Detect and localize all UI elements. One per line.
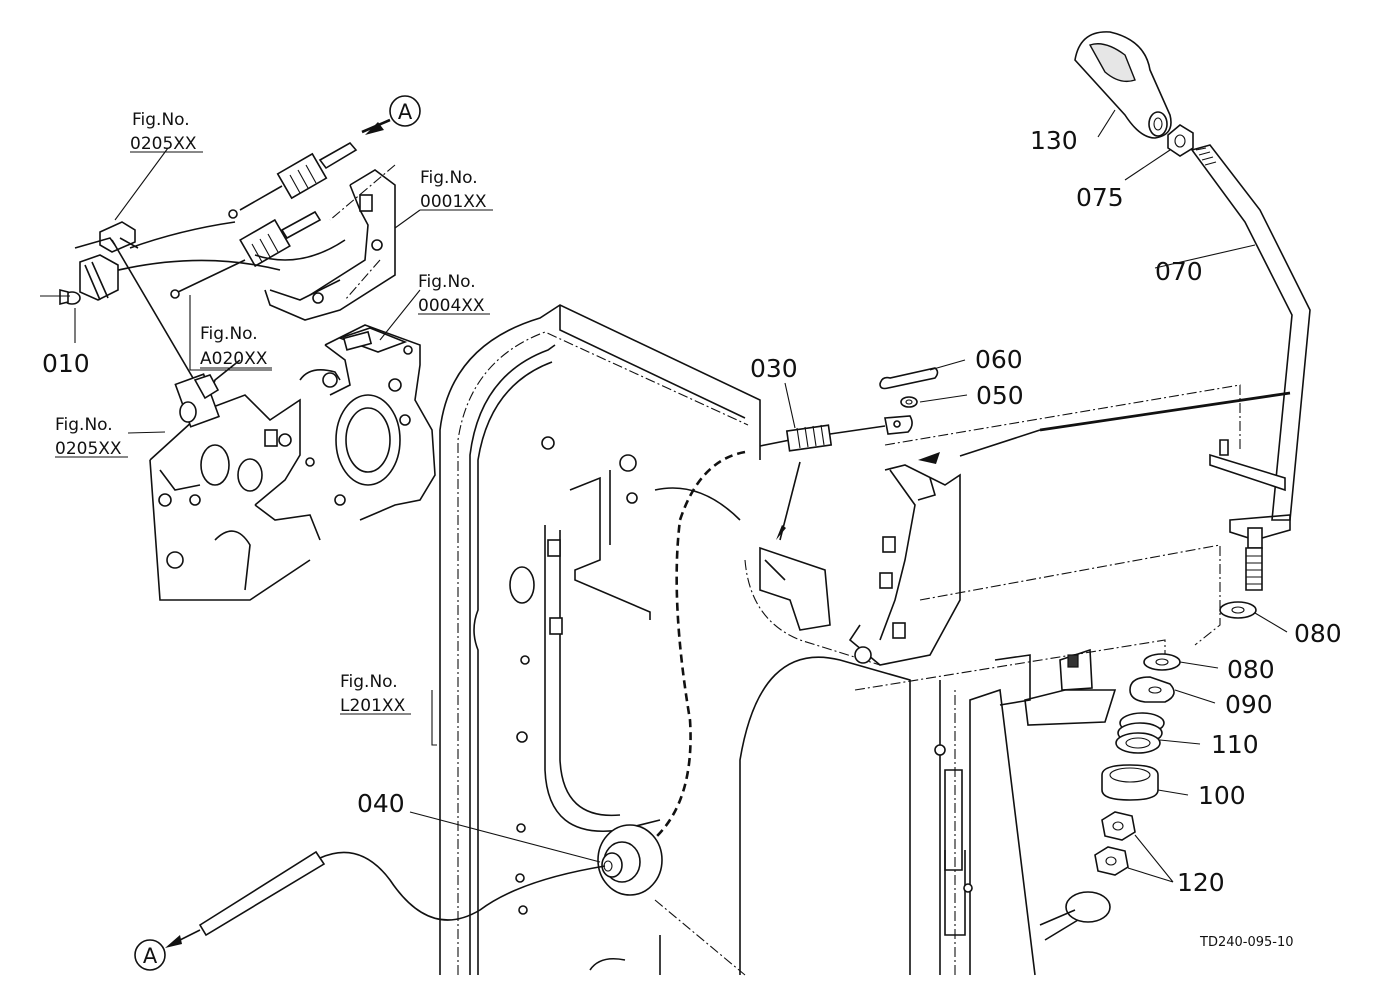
part-label-100: 100 bbox=[1198, 781, 1246, 810]
engine-housing bbox=[149, 324, 436, 601]
part-label-070: 070 bbox=[1155, 257, 1203, 286]
part-label-010: 010 bbox=[42, 349, 90, 378]
fig-ref-code: 0004XX bbox=[418, 296, 485, 316]
fig-ref-code: L201XX bbox=[340, 696, 406, 716]
part-label-090: 090 bbox=[1225, 690, 1273, 719]
plate-090 bbox=[1129, 676, 1175, 703]
fig-ref-label: Fig.No. bbox=[55, 415, 113, 435]
spring-110 bbox=[1115, 712, 1165, 754]
part-label-080-lower: 080 bbox=[1227, 655, 1275, 684]
fig-ref-code: A020XX bbox=[200, 349, 268, 369]
fig-ref-label: Fig.No. bbox=[420, 168, 478, 188]
connector-a-top: A bbox=[389, 95, 421, 127]
lever-bracket bbox=[759, 464, 961, 666]
washer-080-upper bbox=[1219, 601, 1257, 619]
figure-reference-labels: Fig.No. 0205XX Fig.No. 0001XX Fig.No. 00… bbox=[55, 110, 493, 716]
fig-ref-code: 0205XX bbox=[55, 439, 122, 459]
mount-bracket bbox=[994, 648, 1117, 726]
part-number-labels: 010 030 040 050 060 070 075 080 080 090 … bbox=[42, 126, 1342, 897]
part-label-130: 130 bbox=[1030, 126, 1078, 155]
pin-010 bbox=[59, 288, 81, 306]
fig-ref-code: 0205XX bbox=[130, 134, 197, 154]
leader-lines bbox=[40, 109, 1288, 883]
panel-holes bbox=[509, 436, 973, 915]
part-label-110: 110 bbox=[1211, 730, 1259, 759]
part-label-030: 030 bbox=[750, 354, 798, 383]
cable-030 bbox=[654, 415, 913, 839]
pin-060 bbox=[879, 367, 939, 390]
part-label-075: 075 bbox=[1076, 183, 1124, 212]
part-label-080-upper: 080 bbox=[1294, 619, 1342, 648]
pedal bbox=[1039, 891, 1111, 941]
part-label-060: 060 bbox=[975, 345, 1023, 374]
drawing-code: TD240-095-10 bbox=[1199, 935, 1294, 950]
washer-050 bbox=[900, 396, 918, 408]
lever-0205xx bbox=[74, 221, 201, 391]
throttle-cable-assembly bbox=[109, 118, 391, 299]
frame-panel bbox=[439, 304, 1036, 976]
washer-080-lower bbox=[1143, 653, 1181, 671]
fig-ref-label: Fig.No. bbox=[132, 110, 190, 130]
lever-070 bbox=[918, 144, 1311, 591]
svg-text:A: A bbox=[143, 944, 158, 968]
fig-ref-label: Fig.No. bbox=[418, 272, 476, 292]
part-label-040: 040 bbox=[357, 789, 405, 818]
bushing-100 bbox=[1101, 764, 1159, 801]
svg-text:A: A bbox=[398, 100, 413, 124]
knob-130 bbox=[1074, 31, 1172, 139]
nut-120-lower bbox=[1094, 846, 1129, 876]
cable-end-A bbox=[165, 850, 606, 948]
part-label-050: 050 bbox=[976, 381, 1024, 410]
connector-a-bottom: A bbox=[134, 939, 166, 971]
grommet-040 bbox=[597, 824, 663, 896]
bracket-0001xx bbox=[254, 169, 396, 321]
fig-ref-label: Fig.No. bbox=[340, 672, 398, 692]
fig-ref-label: Fig.No. bbox=[200, 324, 258, 344]
fig-ref-code: 0001XX bbox=[420, 192, 487, 212]
nut-075 bbox=[1167, 124, 1194, 157]
part-label-120: 120 bbox=[1177, 868, 1225, 897]
nut-120-upper bbox=[1101, 811, 1136, 841]
